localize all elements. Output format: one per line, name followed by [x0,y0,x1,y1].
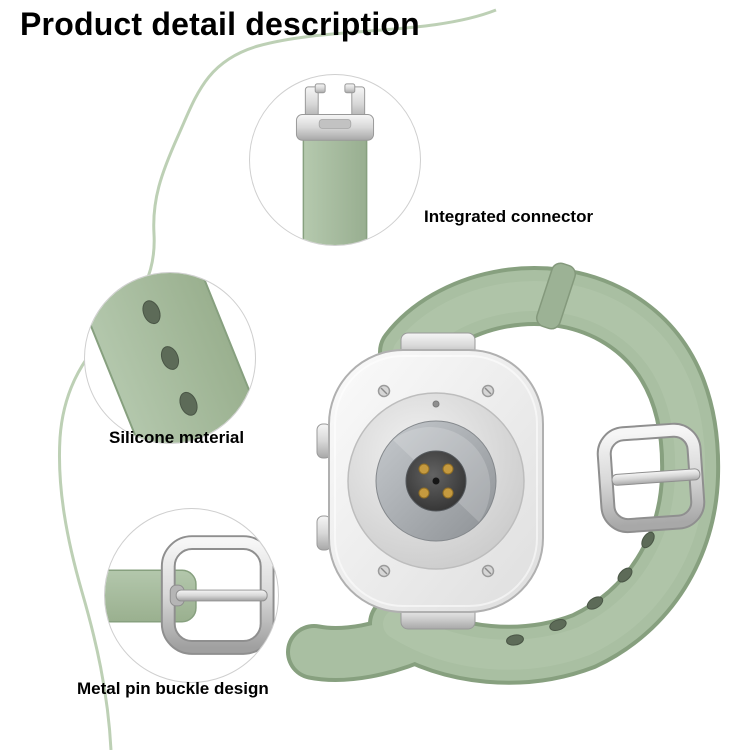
strap-segment [302,125,368,245]
sensor-module [347,392,525,570]
callout-silicone-material [84,272,256,444]
label-integrated-connector: Integrated connector [424,207,594,226]
label-silicone-material: Silicone material [109,428,245,447]
sensor-contact-dots [418,463,454,499]
side-buttons [316,423,332,551]
callout-metal-pin-buckle [104,508,279,683]
pin-buckle-zoom-icon [105,535,275,655]
callout-integrated-connector [249,74,421,246]
silicone-strap-zoom-icon [85,273,255,443]
strap-keeper [535,262,577,330]
connector-zoom-icon [295,83,375,245]
strap-holes [506,531,655,646]
label-metal-pin-buckle: Metal pin buckle design [77,679,269,698]
buckle-pin [175,589,268,602]
watch-back [328,349,544,613]
strap-holes [142,300,198,416]
sensor-mic-hole [432,400,440,408]
page-title: Product detail description [20,6,420,42]
buckle-pin [611,468,701,486]
metal-connector [295,83,375,141]
strap-buckle [596,422,706,534]
